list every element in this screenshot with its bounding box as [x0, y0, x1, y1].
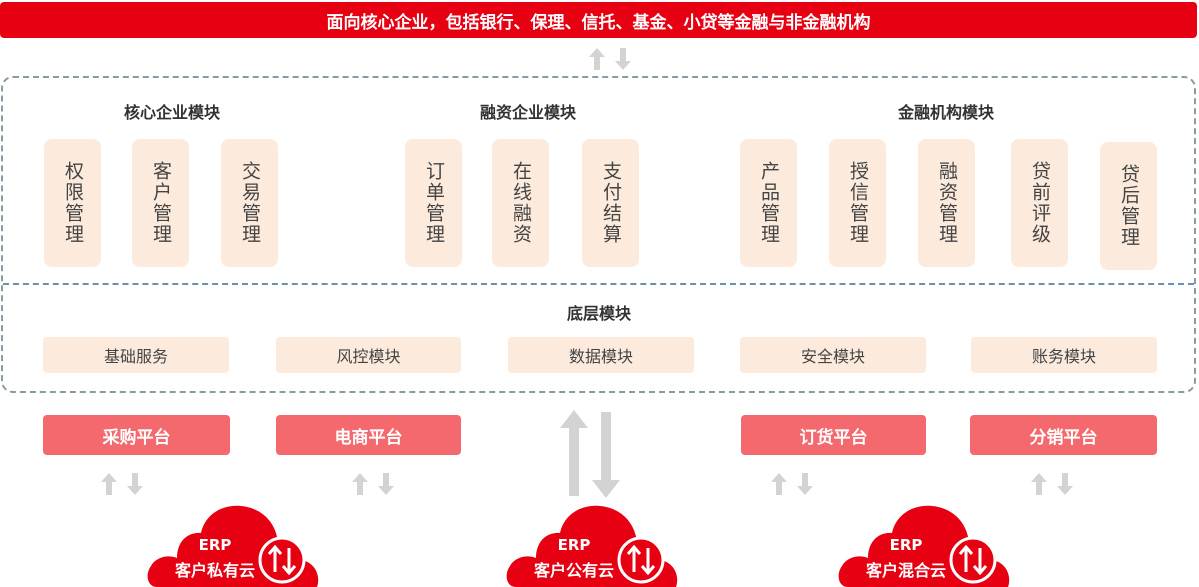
card-label: 支付结算 — [600, 161, 622, 245]
card-label: 贷前评级 — [1029, 161, 1051, 245]
platform-procurement[interactable]: 采购平台 — [43, 415, 230, 455]
cloud-public[interactable]: ERP 客户公有云 — [504, 500, 679, 587]
cloud-erp-label: ERP — [557, 536, 591, 554]
base-card-data[interactable]: 数据模块 — [508, 337, 694, 373]
card-online-financing[interactable]: 在线融资 — [492, 139, 549, 267]
card-payment[interactable]: 支付结算 — [582, 139, 639, 267]
core-module-title: 核心企业模块 — [123, 103, 220, 122]
cloud-icon — [838, 505, 1010, 587]
platform-distribution[interactable]: 分销平台 — [970, 415, 1157, 455]
modules-frame — [1, 76, 1196, 393]
card-label: 权限管理 — [62, 161, 84, 245]
module-divider — [3, 283, 1194, 285]
finance-module-title: 融资企业模块 — [479, 103, 576, 122]
cloud-name-label: 客户混合云 — [865, 561, 946, 580]
card-transaction[interactable]: 交易管理 — [221, 139, 278, 267]
card-product[interactable]: 产品管理 — [740, 139, 797, 267]
base-card-accounting[interactable]: 账务模块 — [971, 337, 1157, 373]
base-card-security[interactable]: 安全模块 — [740, 337, 926, 373]
cloud-erp-label: ERP — [198, 536, 232, 554]
cloud-name-label: 客户公有云 — [533, 561, 614, 580]
cloud-name-label: 客户私有云 — [174, 561, 255, 580]
card-label: 客户管理 — [150, 161, 172, 245]
up-down-arrows-icon — [1031, 473, 1073, 495]
card-label: 交易管理 — [239, 161, 261, 245]
platform-ecommerce[interactable]: 电商平台 — [276, 415, 461, 455]
top-banner: 面向核心企业，包括银行、保理、信托、基金、小贷等金融与非金融机构 — [0, 2, 1197, 38]
card-customer[interactable]: 客户管理 — [132, 139, 189, 267]
card-label: 产品管理 — [758, 161, 780, 245]
large-up-down-arrows-icon — [560, 410, 620, 498]
card-post-loan[interactable]: 贷后管理 — [1100, 142, 1157, 270]
up-down-arrows-icon — [352, 473, 394, 495]
cloud-icon — [506, 505, 678, 587]
card-order[interactable]: 订单管理 — [405, 139, 462, 267]
cloud-erp-label: ERP — [889, 536, 923, 554]
up-down-arrows-icon — [101, 473, 143, 495]
up-down-arrows-icon — [771, 473, 813, 495]
base-card-basic-service[interactable]: 基础服务 — [43, 337, 229, 373]
cloud-icon — [147, 505, 319, 587]
card-financing[interactable]: 融资管理 — [918, 139, 975, 267]
card-credit[interactable]: 授信管理 — [829, 139, 886, 267]
card-pre-loan[interactable]: 贷前评级 — [1011, 139, 1068, 267]
cloud-private[interactable]: ERP 客户私有云 — [145, 500, 320, 587]
up-down-arrows-icon — [589, 48, 631, 70]
card-permission[interactable]: 权限管理 — [44, 139, 101, 267]
card-label: 授信管理 — [847, 161, 869, 245]
card-label: 在线融资 — [510, 161, 532, 245]
cloud-hybrid[interactable]: ERP 客户混合云 — [836, 500, 1011, 587]
card-label: 贷后管理 — [1118, 164, 1140, 248]
base-module-title: 底层模块 — [566, 304, 631, 323]
institution-module-title: 金融机构模块 — [897, 103, 994, 122]
card-label: 订单管理 — [423, 161, 445, 245]
card-label: 融资管理 — [936, 161, 958, 245]
base-card-risk-control[interactable]: 风控模块 — [276, 337, 461, 373]
platform-ordering[interactable]: 订货平台 — [741, 415, 926, 455]
